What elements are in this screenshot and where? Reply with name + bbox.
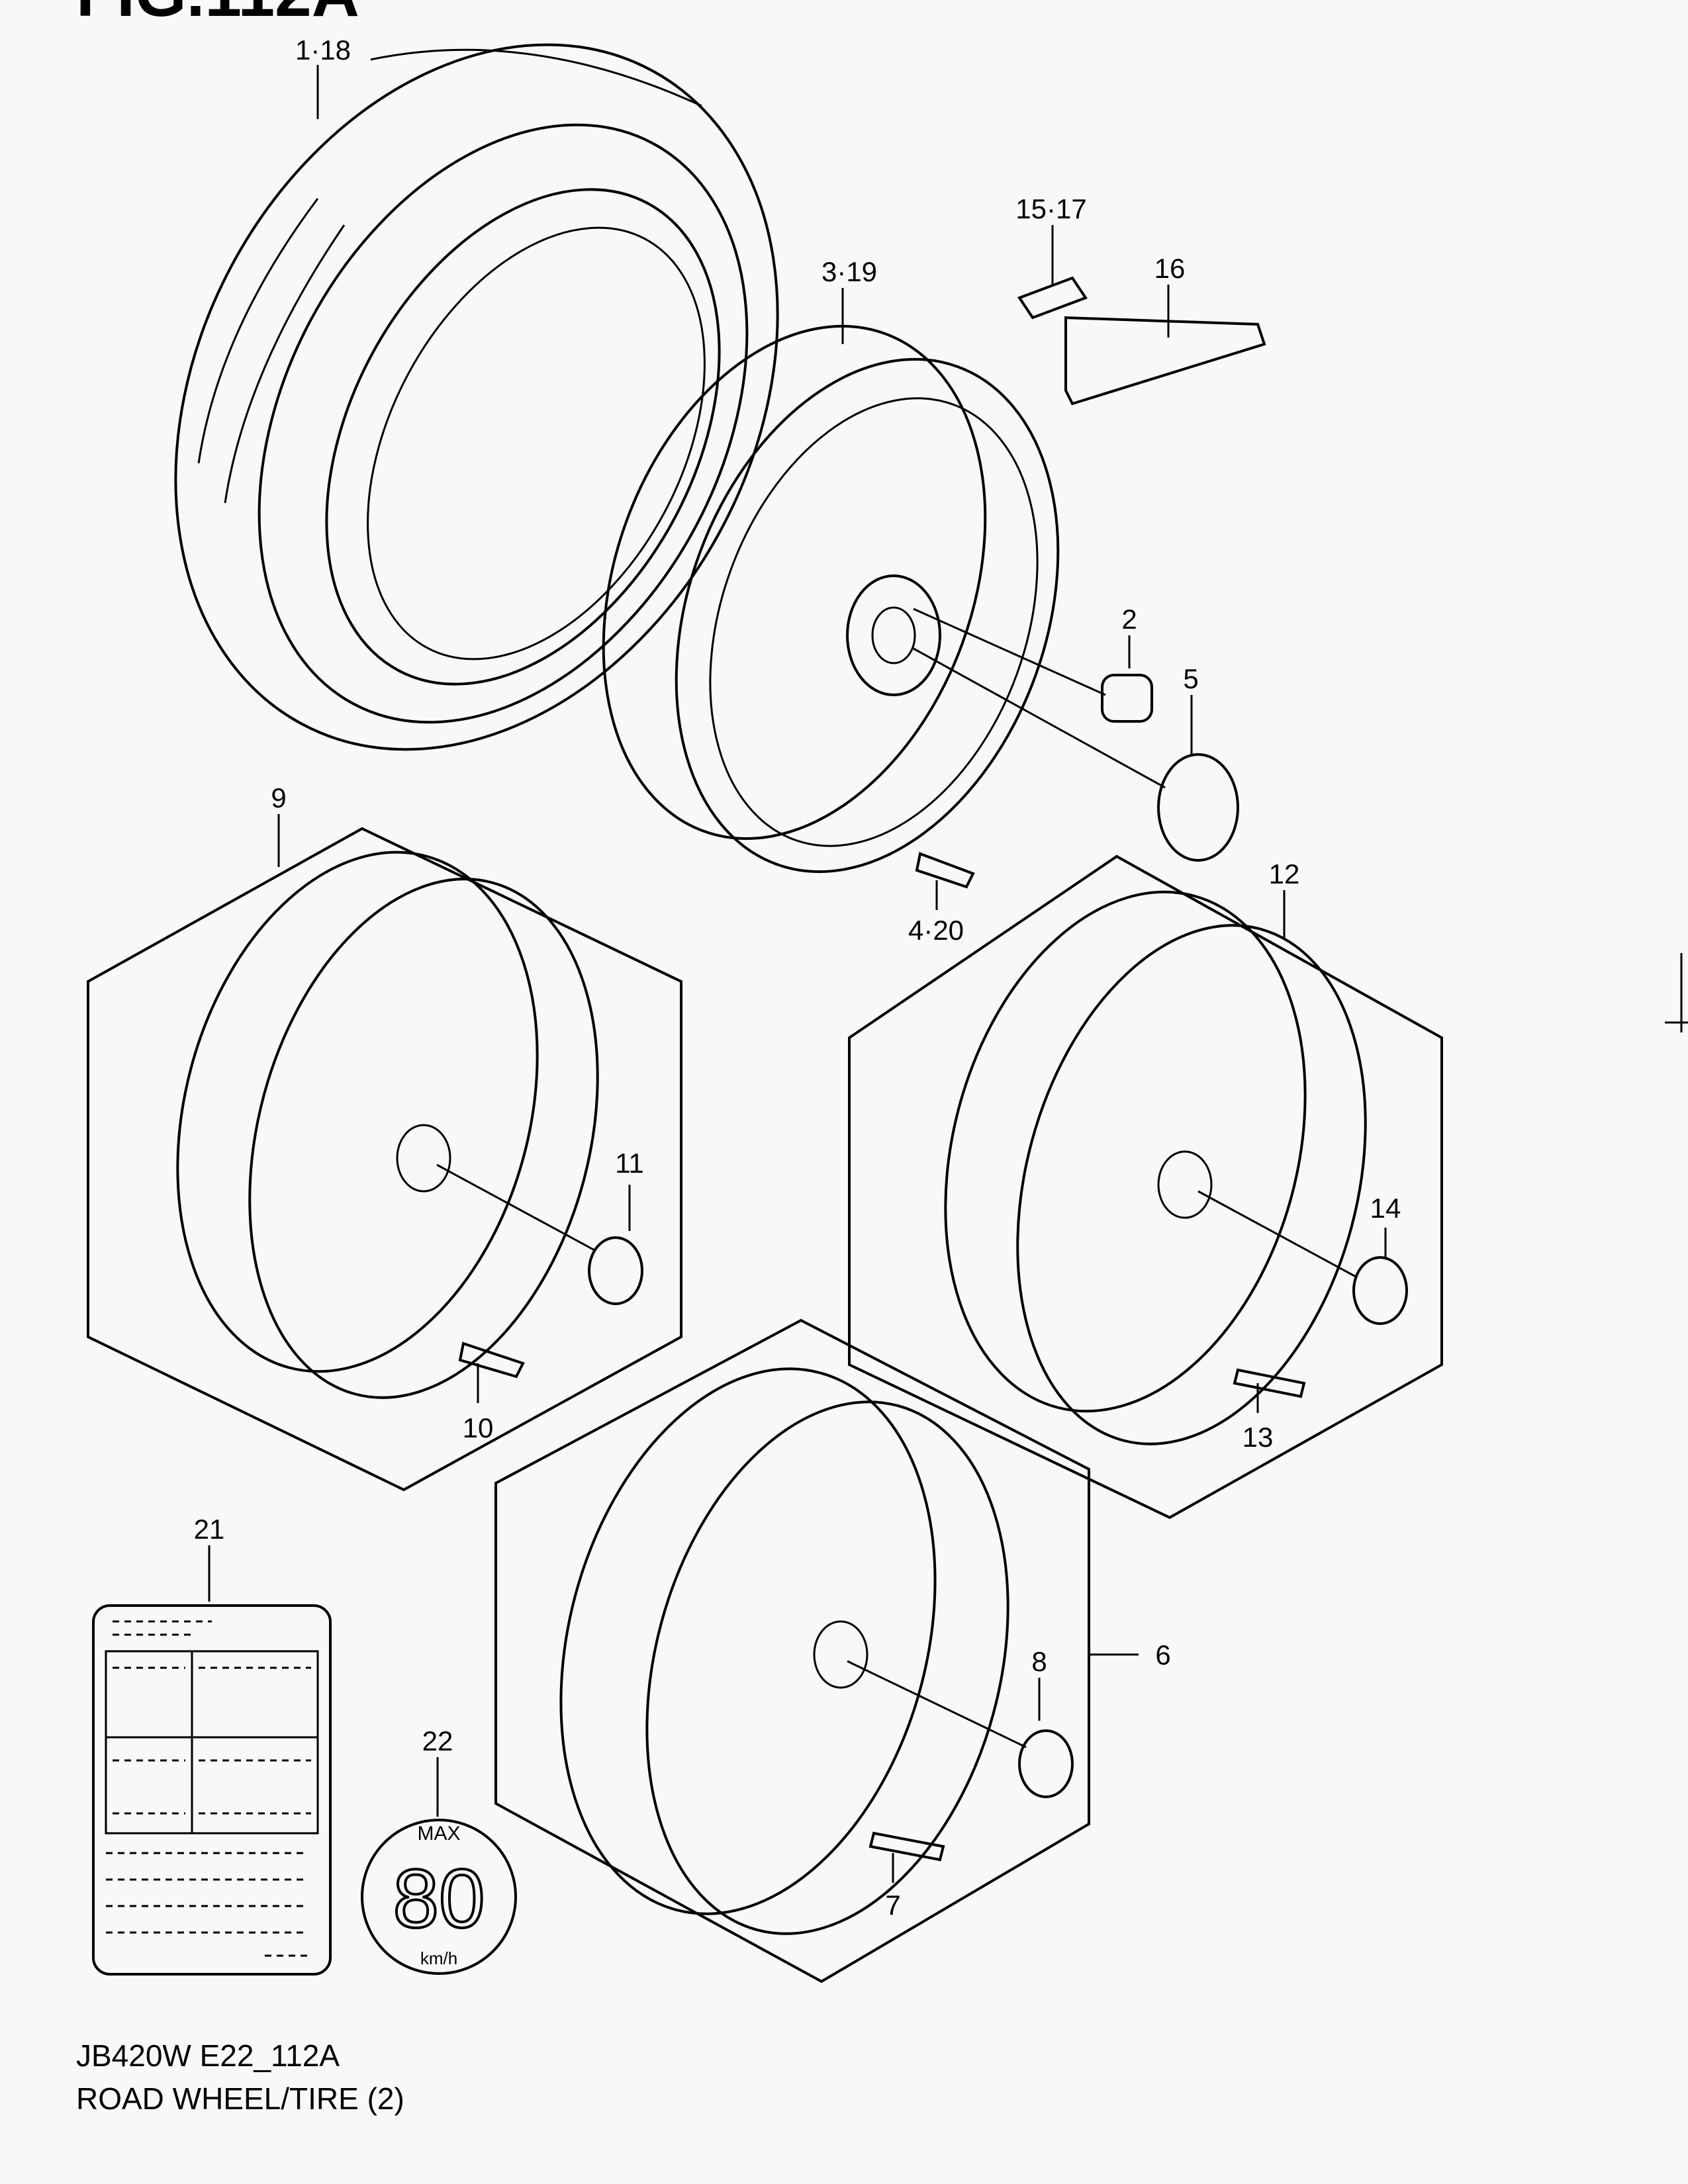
callout-16: 16 xyxy=(1154,253,1186,284)
callout-8: 8 xyxy=(1031,1646,1047,1677)
callout-22: 22 xyxy=(422,1725,453,1756)
wheel-nut xyxy=(1101,674,1153,723)
callout-7: 7 xyxy=(885,1889,900,1921)
speed-value-text: 80 xyxy=(393,1853,485,1945)
callout-14: 14 xyxy=(1370,1193,1401,1224)
valve-stem xyxy=(458,1342,525,1379)
center-cap xyxy=(588,1236,643,1305)
center-cap xyxy=(1352,1256,1408,1325)
figure-code: JB420W E22_112A xyxy=(76,2038,340,2073)
callout-1-18: 1·18 xyxy=(295,34,351,66)
callout-9: 9 xyxy=(271,782,286,813)
callout-2: 2 xyxy=(1121,604,1137,635)
callout-4-20: 4·20 xyxy=(908,915,964,946)
wheel-rim-main xyxy=(602,324,1060,874)
callout-21: 21 xyxy=(194,1514,225,1545)
callout-12: 12 xyxy=(1269,858,1300,889)
callout-3-19: 3·19 xyxy=(821,256,877,287)
center-cap xyxy=(1018,1729,1074,1798)
balance-weight-strip xyxy=(1064,316,1266,406)
callout-5: 5 xyxy=(1183,663,1198,694)
speed-limit-label xyxy=(361,1819,517,1975)
center-cap xyxy=(1157,753,1239,862)
figure-caption: ROAD WHEEL/TIRE (2) xyxy=(76,2081,404,2116)
figure-title: FIG.112A xyxy=(76,0,359,30)
valve-stem xyxy=(868,1831,945,1862)
valve-sensor-part xyxy=(1017,276,1088,320)
speed-max-text: MAX xyxy=(417,1823,460,1844)
callout-6: 6 xyxy=(1155,1639,1170,1670)
hexagon-frame-wheel-6 xyxy=(494,1318,1090,1983)
tire-info-label xyxy=(92,1604,332,1976)
tire xyxy=(174,43,779,751)
valve-stem xyxy=(915,852,975,889)
valve-stem xyxy=(1233,1368,1306,1398)
callout-10: 10 xyxy=(463,1412,494,1443)
hexagon-frame-wheel-12 xyxy=(848,854,1443,1520)
callout-13: 13 xyxy=(1243,1422,1274,1453)
callout-11: 11 xyxy=(615,1148,644,1179)
callout-15-17: 15·17 xyxy=(1015,193,1086,224)
speed-unit-text: km/h xyxy=(420,1948,457,1968)
hexagon-frame-wheel-9 xyxy=(87,827,682,1492)
